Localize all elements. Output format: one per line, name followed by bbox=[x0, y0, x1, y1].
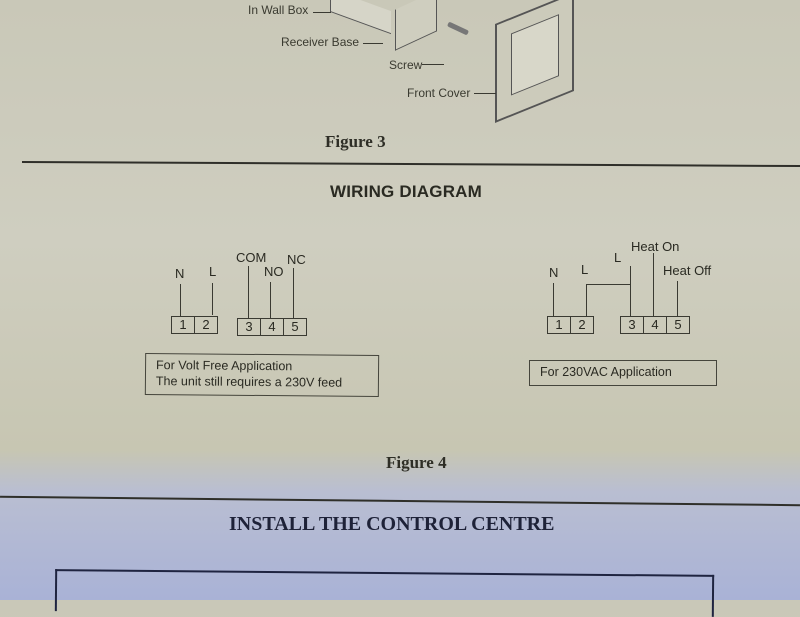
terminal-2: 2 bbox=[202, 317, 210, 332]
label-l: L bbox=[209, 264, 217, 279]
wire-l-2 bbox=[586, 284, 587, 316]
terminal-1: 1 bbox=[172, 317, 195, 333]
front-cover-illustration bbox=[495, 0, 574, 123]
wire-l bbox=[212, 283, 213, 315]
section-divider-top bbox=[22, 160, 800, 168]
terminal-block-1-2: 1 2 bbox=[171, 316, 218, 334]
volt-free-note: For Volt Free Application The unit still… bbox=[144, 352, 380, 398]
wire-l-3 bbox=[630, 266, 631, 316]
content-box-outline bbox=[54, 569, 715, 617]
front-cover-leader bbox=[474, 93, 496, 94]
terminal-3: 3 bbox=[621, 317, 644, 333]
terminal-block-3-5: 3 4 5 bbox=[620, 316, 690, 334]
wire-n bbox=[553, 283, 554, 316]
terminal-3: 3 bbox=[238, 319, 261, 335]
screw-label: Screw bbox=[389, 58, 423, 72]
terminal-2: 2 bbox=[578, 317, 586, 332]
in-wall-box-leader bbox=[313, 12, 331, 13]
wire-n bbox=[180, 284, 181, 317]
screw-illustration bbox=[446, 21, 470, 36]
label-n: N bbox=[175, 266, 185, 281]
label-com: COM bbox=[236, 250, 267, 265]
wire-heat-on bbox=[653, 253, 654, 316]
wire-com bbox=[248, 266, 249, 318]
label-nc: NC bbox=[287, 252, 306, 267]
label-heat-off: Heat Off bbox=[663, 263, 712, 278]
wiring-diagram-title: WIRING DIAGRAM bbox=[330, 182, 483, 201]
label-heat-on: Heat On bbox=[631, 239, 680, 254]
volt-free-note-line2: The unit still requires a 230V feed bbox=[155, 374, 343, 390]
terminal-4: 4 bbox=[261, 319, 284, 335]
terminal-5: 5 bbox=[674, 317, 682, 332]
terminal-5: 5 bbox=[291, 319, 299, 334]
wall-box-illustration bbox=[330, 0, 391, 35]
figure-3-caption: Figure 3 bbox=[325, 132, 386, 151]
230vac-note: For 230VAC Application bbox=[529, 360, 717, 386]
terminal-4: 4 bbox=[644, 317, 667, 333]
terminal-block-1-2: 1 2 bbox=[547, 316, 594, 334]
label-l-2: L bbox=[614, 250, 622, 265]
terminal-1: 1 bbox=[548, 317, 571, 333]
label-n: N bbox=[549, 265, 559, 280]
wire-l-link bbox=[586, 284, 630, 285]
in-wall-box-label: In Wall Box bbox=[248, 3, 309, 17]
receiver-base-leader bbox=[363, 43, 383, 44]
volt-free-note-line1: For Volt Free Application bbox=[156, 358, 293, 374]
figure-4-caption: Figure 4 bbox=[386, 453, 447, 472]
terminal-block-3-5: 3 4 5 bbox=[237, 318, 307, 336]
wire-no bbox=[270, 282, 271, 318]
install-control-centre-title: INSTALL THE CONTROL CENTRE bbox=[229, 513, 555, 535]
screw-leader bbox=[422, 64, 444, 65]
label-l-1: L bbox=[581, 262, 589, 277]
receiver-base-label: Receiver Base bbox=[281, 35, 360, 49]
front-cover-label: Front Cover bbox=[407, 86, 471, 100]
receiver-base-illustration bbox=[395, 0, 437, 51]
section-divider-bottom bbox=[0, 495, 800, 507]
label-no: NO bbox=[264, 264, 284, 279]
wire-nc bbox=[293, 268, 294, 318]
wire-heat-off bbox=[677, 281, 678, 316]
